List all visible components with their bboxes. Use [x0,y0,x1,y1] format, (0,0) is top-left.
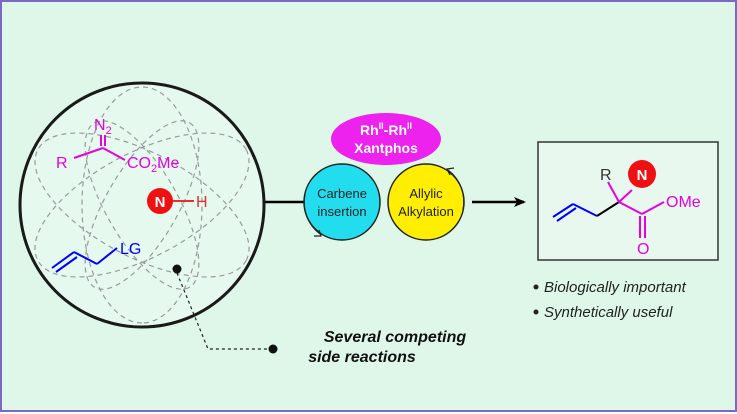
product-n-label: N [637,167,648,184]
amine-h-label: H [196,194,208,211]
product-n-circle [628,160,656,188]
diazo-n2-label: N2 [94,117,112,137]
diazo-co2me-label: CO2Me [127,155,179,175]
allylic-line2: Alkylation [398,204,454,219]
amine-structure: N H [147,188,208,214]
carbene-line2: insertion [317,204,366,219]
product-box: R N OMe O [537,141,719,261]
catalyst-bubble: RhII-RhII Xantphos [331,113,441,165]
product-ome-label: OMe [666,194,701,211]
callout-end-dot [268,344,278,354]
catalyst-rh-label: RhII-RhII [360,121,412,138]
product-benefits-list: Biologically important Synthetically use… [533,279,687,321]
allyl-lg-label: LG [120,241,141,258]
allylic-alkylation-cycle: Allylic Alkylation [387,163,465,241]
side-note-line2: side reactions [308,349,416,366]
amine-n-label: N [155,194,166,211]
reaction-sphere [18,81,266,329]
diazo-r-label: R [56,155,68,172]
carbene-insertion-cycle: Carbene insertion [303,163,381,241]
catalyst-ligand-label: Xantphos [354,140,418,156]
bullet-item: Biologically important [544,279,687,296]
product-r-label: R [600,167,612,184]
amine-n-circle [147,188,173,214]
bullet-item: Synthetically useful [544,304,673,321]
side-reaction-callout: Several competing side reactions [172,264,467,366]
callout-dot [172,264,182,274]
diazo-ester-structure: N2 R CO2Me [56,117,179,175]
side-note-line1: Several competing [324,329,467,346]
allylic-line1: Allylic [409,186,443,201]
orbital-dashes [34,86,250,324]
product-o-label: O [637,241,649,258]
carbene-line1: Carbene [317,186,367,201]
allyl-lg-structure: LG [51,241,141,273]
